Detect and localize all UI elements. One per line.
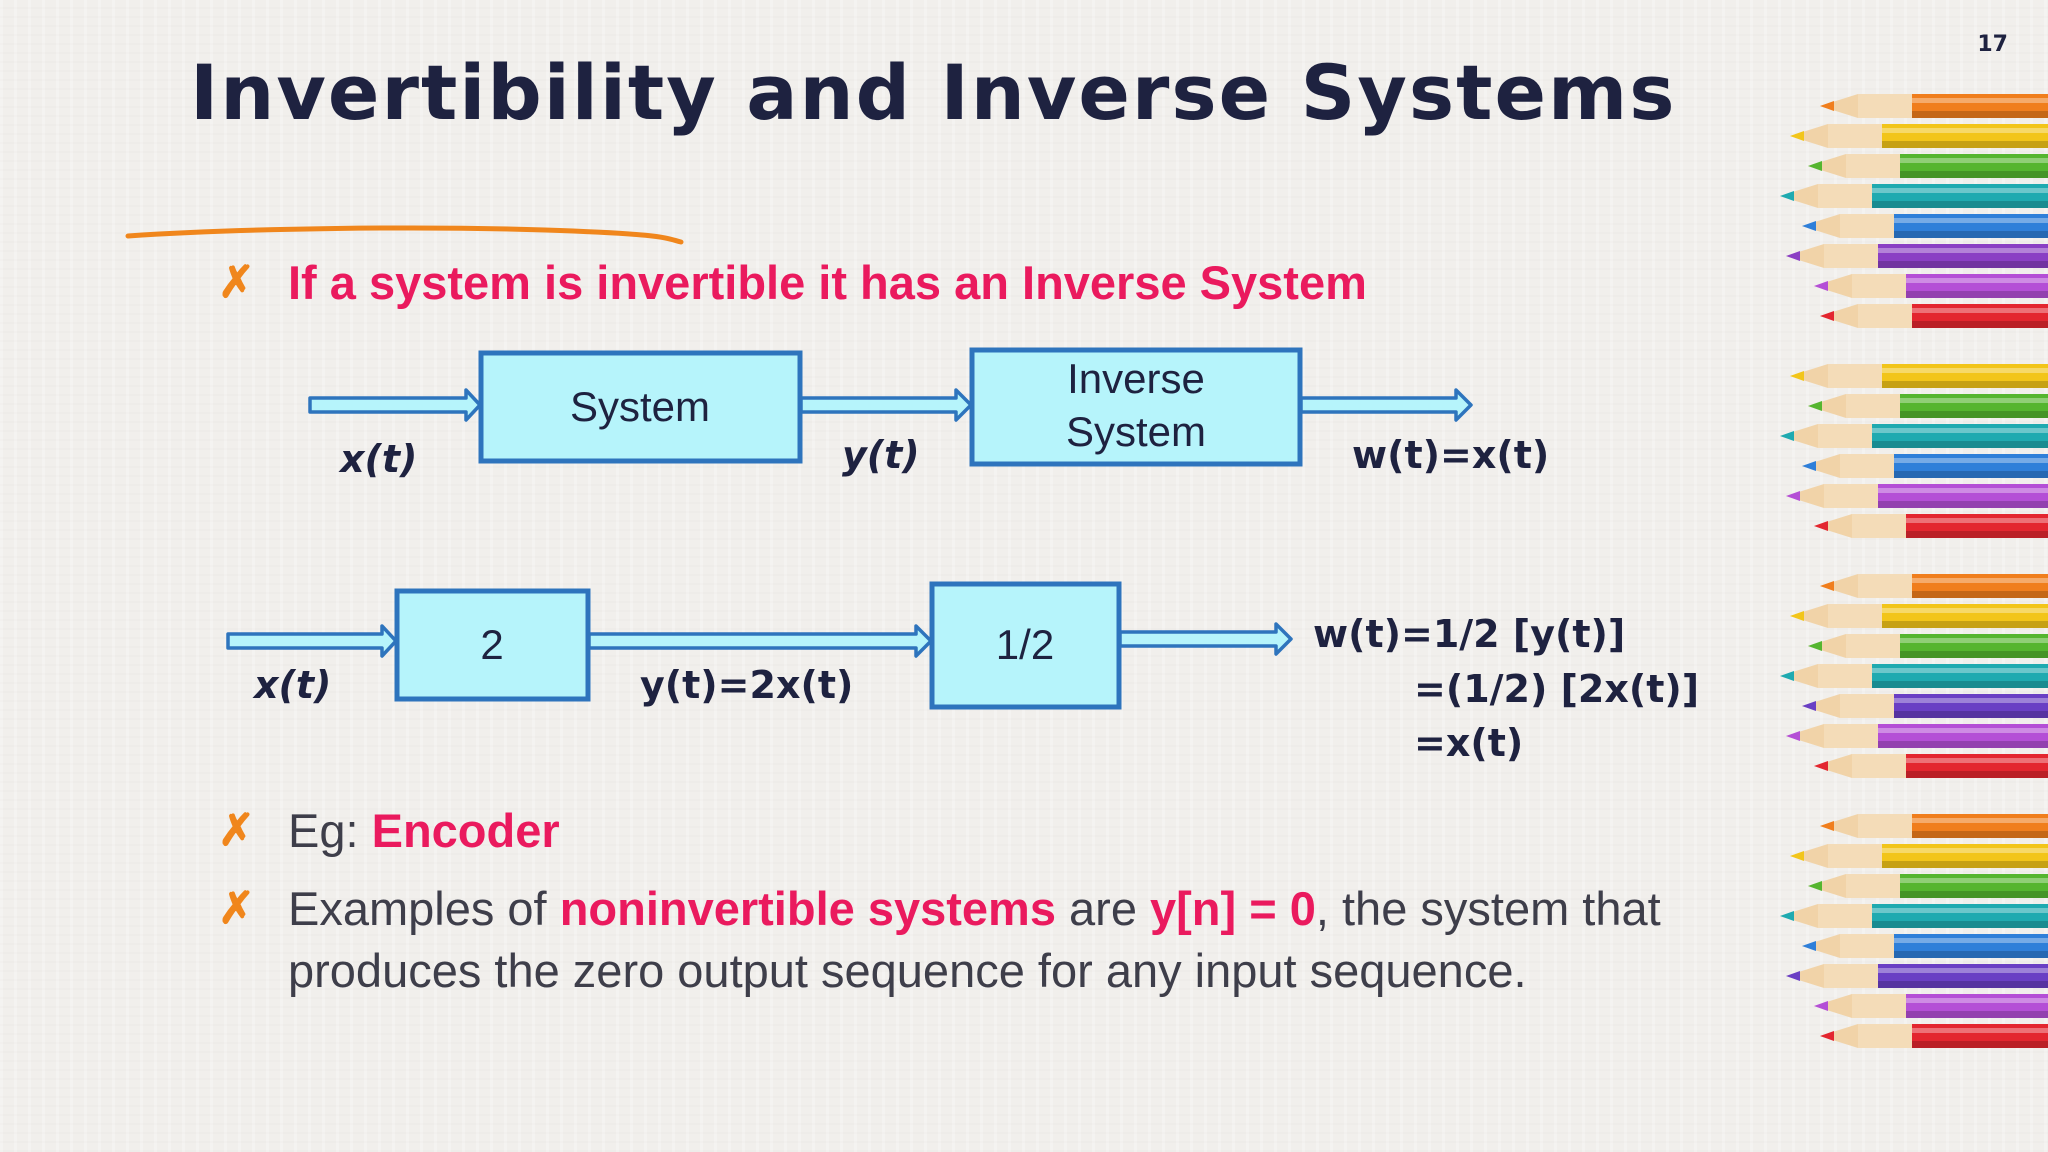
inverse-box-label-line2: System: [1066, 408, 1206, 455]
example-prefix: Eg:: [288, 804, 372, 857]
system-box-label: System: [570, 383, 710, 430]
pencil: [1786, 484, 2048, 508]
gain-half-label: 1/2: [996, 621, 1054, 668]
input-signal-label: x(t): [338, 437, 417, 481]
cross-mark-icon: ✗: [218, 806, 255, 855]
pencil: [1814, 514, 2048, 538]
colored-pencils-icon: [1780, 94, 2048, 1048]
output-equation-line3: =x(t): [1414, 721, 1523, 765]
pencil: [1802, 214, 2048, 238]
output-equation-line1: w(t)=1/2 [y(t)]: [1313, 612, 1625, 656]
pencil: [1790, 844, 2048, 868]
slide-title: Invertibility and Inverse Systems: [190, 48, 1677, 137]
middle-arrow: [799, 388, 973, 422]
pencil: [1814, 274, 2048, 298]
pencil: [1790, 364, 2048, 388]
pencil: [1780, 184, 2048, 208]
pencil: [1786, 244, 2048, 268]
input-signal-label-2: x(t): [252, 663, 331, 707]
pencil: [1814, 754, 2048, 778]
text-fragment: , the system that produces the zero outp…: [288, 882, 1661, 997]
pencil: [1780, 424, 2048, 448]
system-box: [478, 350, 803, 464]
pencil: [1820, 814, 2048, 838]
text-fragment: Examples of: [288, 882, 560, 935]
diagram-gain-example: 2 1/2 x(t) y(t)=2x(t) w(t)=1/2 [y(t)] =(…: [226, 581, 1699, 765]
inverse-system-box: [969, 347, 1303, 467]
pencil: [1808, 394, 2048, 418]
inverse-box-label-line1: Inverse: [1067, 355, 1205, 402]
slide-number: 17: [1977, 32, 2008, 57]
bullet-text: If a system is invertible it has an Inve…: [288, 256, 1367, 309]
output-signal-label: w(t)=x(t): [1352, 433, 1549, 477]
input-arrow-2: [226, 624, 398, 658]
pencil: [1802, 454, 2048, 478]
intermediate-signal-label: y(t): [842, 433, 920, 477]
pencil: [1790, 604, 2048, 628]
bullet-text: Examples of noninvertible systems are y[…: [288, 878, 1848, 1002]
pencil: [1780, 664, 2048, 688]
input-arrow: [308, 388, 482, 422]
pencil: [1802, 694, 2048, 718]
pencil: [1780, 904, 2048, 928]
bullet-example-encoder: ✗ Eg: Encoder: [218, 800, 1848, 862]
example-highlight: Encoder: [371, 804, 560, 857]
cross-mark-icon: ✗: [218, 258, 255, 307]
intermediate-signal-label-2: y(t)=2x(t): [640, 663, 853, 707]
pencil: [1820, 574, 2048, 598]
pencil: [1820, 304, 2048, 328]
output-arrow-2: [1118, 622, 1293, 656]
bullet-inverse-system: ✗ If a system is invertible it has an In…: [218, 252, 1848, 314]
middle-arrow-2: [587, 624, 933, 658]
highlight-noninvertible: noninvertible systems: [559, 882, 1056, 935]
pencil: [1808, 634, 2048, 658]
title-underline: [125, 225, 684, 245]
pencil: [1808, 874, 2048, 898]
highlight-equation: y[n] = 0: [1150, 882, 1316, 935]
bullet-noninvertible: ✗ Examples of noninvertible systems are …: [218, 878, 1848, 1002]
output-equation-line2: =(1/2) [2x(t)]: [1414, 667, 1699, 711]
pencil: [1786, 724, 2048, 748]
gain-2-label: 2: [480, 621, 503, 668]
gain-half-box: [929, 581, 1122, 710]
pencil: [1820, 1024, 2048, 1048]
cross-mark-icon: ✗: [218, 884, 255, 933]
gain-2-box: [394, 588, 591, 702]
pencil: [1802, 934, 2048, 958]
pencil: [1790, 124, 2048, 148]
diagram-system-inverse: System Inverse System x(t) y(t) w(t)=x(t…: [308, 347, 1549, 481]
text-fragment: are: [1055, 882, 1151, 935]
pencil: [1808, 154, 2048, 178]
pencil: [1820, 94, 2048, 118]
output-arrow: [1299, 388, 1473, 422]
pencil: [1786, 964, 2048, 988]
bullet-text: Eg: Encoder: [288, 800, 1848, 862]
pencil: [1814, 994, 2048, 1018]
